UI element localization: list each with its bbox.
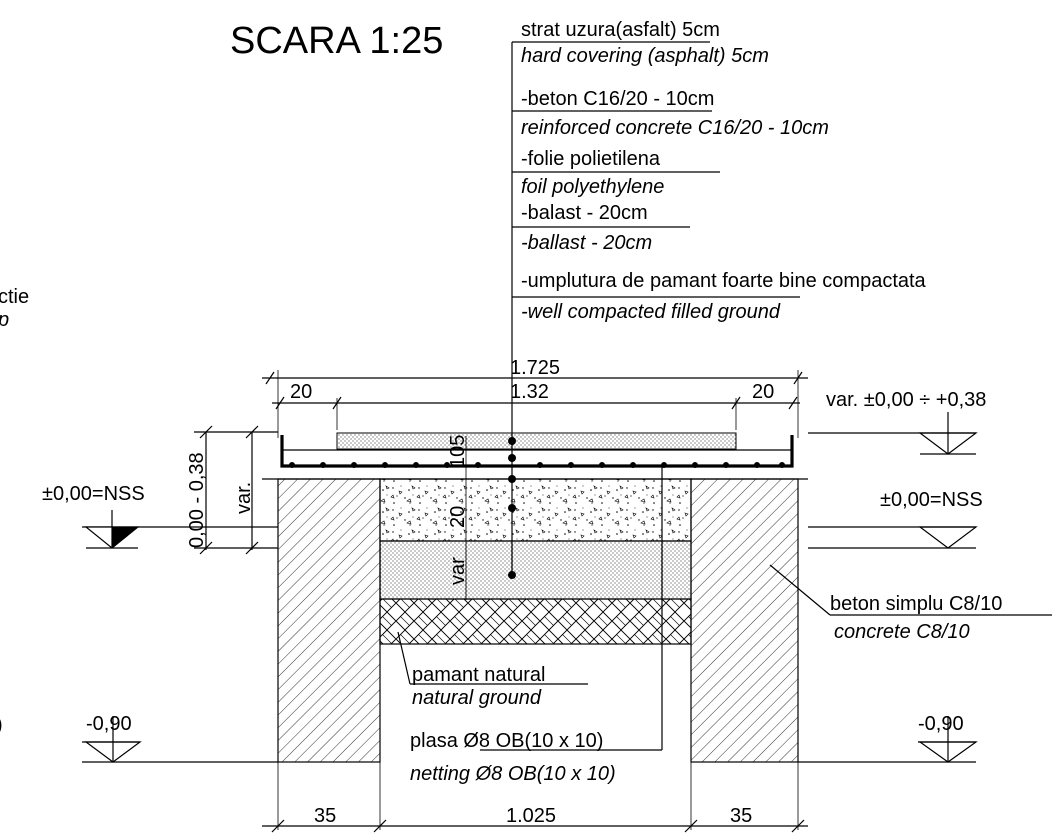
label-concrete-en: concrete C8/10: [834, 621, 970, 643]
level-left-nss: ±0,00=NSS: [42, 483, 145, 505]
dim-thickness-105: 105: [447, 435, 469, 468]
layer-fill-en: -well compacted filled ground: [521, 301, 781, 323]
dim-bottom-middle: 1.025: [506, 805, 556, 827]
level-right-var: var. ±0,00 ÷ +0,38: [826, 389, 986, 411]
left-edge-text-2: p: [0, 309, 9, 331]
label-concrete-ro: beton simplu C8/10: [830, 593, 1002, 615]
dim-thickness-var: var: [447, 557, 469, 585]
label-netting-en: netting Ø8 OB(10 x 10): [410, 763, 616, 785]
level-right-nss: ±0,00=NSS: [880, 489, 983, 511]
label-ground-ro: pamant natural: [412, 664, 545, 686]
layer-concrete-en: reinforced concrete C16/20 - 10cm: [521, 117, 829, 139]
layer-asphalt-ro: strat uzura(asfalt) 5cm: [521, 19, 720, 41]
dim-bottom-right: 35: [730, 805, 752, 827]
level-left-minus: -0,90: [86, 713, 132, 735]
right-foundation: [690, 478, 799, 763]
rebar-dots: [289, 462, 785, 468]
dim-top-middle: 1.32: [510, 381, 549, 403]
compacted-fill-layer: [379, 540, 692, 600]
leader-dots: [508, 437, 516, 579]
level-marker-right-nss: [918, 526, 978, 549]
dim-vertical-range: 0,00 - 0,38: [186, 452, 208, 548]
natural-ground-layer: [379, 598, 692, 645]
layer-concrete-ro: -beton C16/20 - 10cm: [521, 88, 714, 110]
dim-thickness-20: 20: [447, 506, 469, 528]
layer-foil-ro: -folie polietilena: [521, 148, 661, 170]
label-netting-ro: plasa Ø8 OB(10 x 10): [410, 730, 603, 752]
label-ground-en: natural ground: [412, 687, 542, 709]
dim-vertical-var: var.: [233, 482, 255, 514]
layer-foil-en: foil polyethylene: [521, 176, 664, 198]
ballast-layer: [379, 478, 692, 542]
dim-top-right: 20: [752, 381, 774, 403]
left-edge-text-3: ): [0, 714, 3, 736]
dim-bottom-left: 35: [314, 805, 336, 827]
dim-total: 1.725: [510, 357, 560, 379]
layer-fill-ro: -umplutura de pamant foarte bine compact…: [521, 270, 927, 292]
asphalt-layer: [336, 432, 737, 450]
left-edge-text-1: ctie: [0, 286, 29, 308]
reinforced-slab: [280, 435, 794, 468]
layer-ballast-en: -ballast - 20cm: [521, 232, 652, 254]
scale-title: SCARA 1:25: [230, 20, 443, 62]
layer-ballast-ro: -balast - 20cm: [521, 202, 648, 224]
left-foundation: [277, 478, 381, 763]
level-right-minus: -0,90: [918, 713, 964, 735]
layer-asphalt-en: hard covering (asphalt) 5cm: [521, 45, 769, 67]
dim-top-left: 20: [290, 381, 312, 403]
